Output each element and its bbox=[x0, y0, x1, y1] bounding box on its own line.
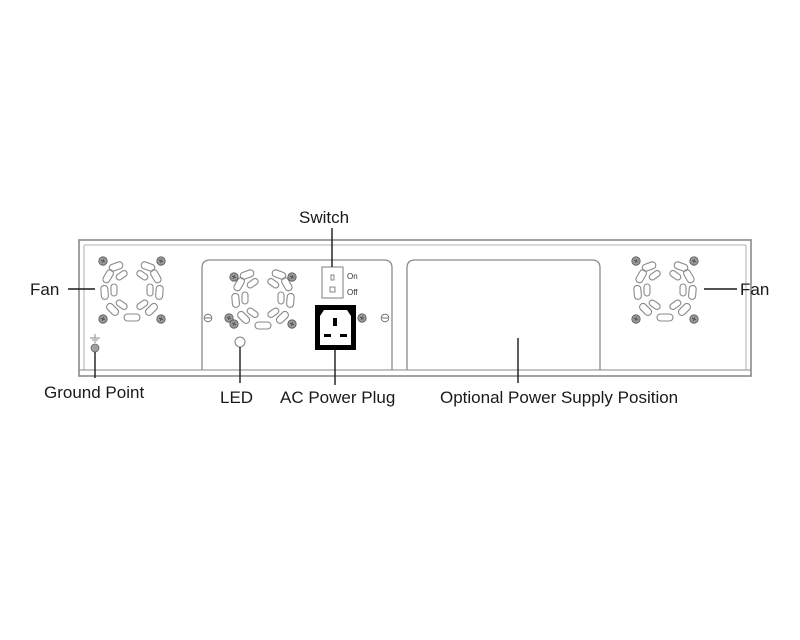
panel-screw-icon bbox=[203, 313, 390, 323]
ac-power-plug-icon bbox=[315, 305, 356, 350]
label-fan-left: Fan bbox=[30, 280, 59, 299]
optional-psu-bay bbox=[406, 259, 601, 370]
power-supply-module bbox=[201, 259, 393, 370]
leader-lines bbox=[68, 228, 737, 385]
led-indicator-icon bbox=[234, 336, 246, 348]
switch-off-label: Off bbox=[347, 288, 358, 297]
label-led: LED bbox=[220, 388, 253, 407]
label-ground-point: Ground Point bbox=[44, 383, 144, 402]
label-ac-power-plug: AC Power Plug bbox=[280, 388, 395, 407]
label-switch: Switch bbox=[299, 208, 349, 227]
label-fan-right: Fan bbox=[740, 280, 769, 299]
switch-on-label: On bbox=[347, 272, 358, 281]
label-optional-psu: Optional Power Supply Position bbox=[440, 388, 678, 407]
power-switch[interactable] bbox=[321, 266, 344, 299]
